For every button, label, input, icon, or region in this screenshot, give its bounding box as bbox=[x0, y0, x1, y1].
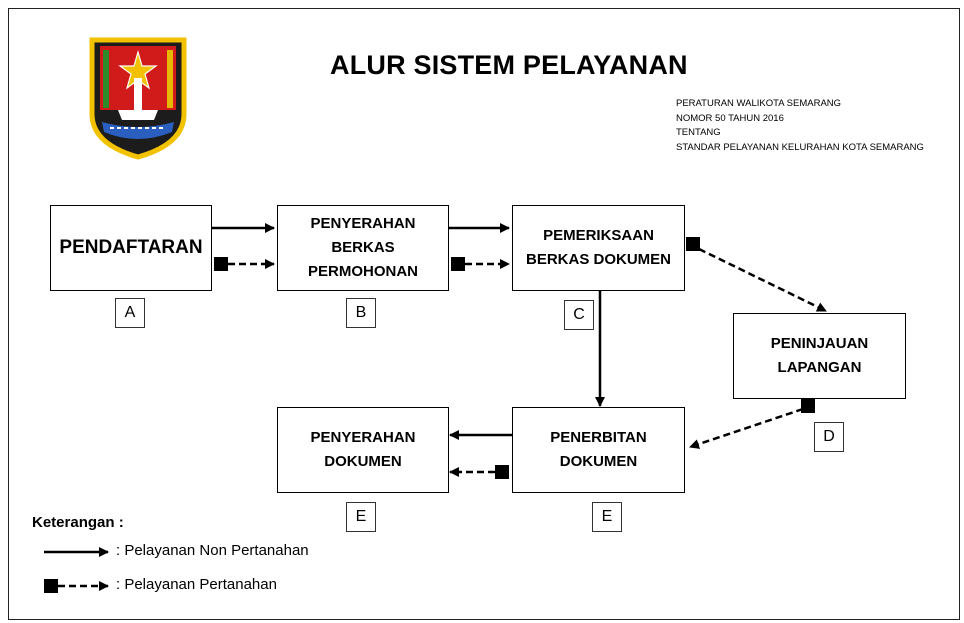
step-text: PENERBITAN bbox=[550, 429, 647, 446]
step-pendaftaran: PENDAFTARAN bbox=[50, 205, 212, 291]
regulation-reference: PERATURAN WALIKOTA SEMARANG NOMOR 50 TAH… bbox=[676, 97, 924, 155]
step-text: BERKAS DOKUMEN bbox=[525, 251, 671, 268]
semarang-emblem-logo bbox=[89, 37, 187, 160]
legend-dashed-label: : Pelayanan Pertanahan bbox=[116, 576, 277, 593]
step-label-b: B bbox=[346, 298, 376, 328]
step-label-a: A bbox=[115, 298, 145, 328]
dashed-arrow-d-penerbitan bbox=[689, 407, 804, 449]
regulation-line: STANDAR PELAYANAN KELURAHAN KOTA SEMARAN… bbox=[676, 141, 924, 153]
regulation-line: PERATURAN WALIKOTA SEMARANG bbox=[676, 98, 842, 109]
step-text: PEMERIKSAAN bbox=[543, 227, 654, 244]
step-label-e-penerbitan: E bbox=[592, 502, 622, 532]
step-text: BERKAS bbox=[331, 239, 395, 256]
legend-dashed-arrow-square bbox=[44, 579, 58, 593]
step-text: PENYERAHAN bbox=[310, 429, 416, 446]
dashed-arrow-square-b-c bbox=[451, 257, 465, 271]
dashed-arrow-square-d-penerbitan bbox=[801, 399, 815, 413]
step-penerbitan: PENERBITAN DOKUMEN bbox=[512, 407, 685, 493]
step-penyerahan-berkas: PENYERAHAN BERKAS PERMOHONAN bbox=[277, 205, 449, 291]
step-text: PENINJAUAN bbox=[770, 335, 869, 352]
legend-title: Keterangan : bbox=[32, 514, 124, 531]
regulation-line: NOMOR 50 TAHUN 2016 bbox=[676, 112, 784, 124]
dashed-arrow-c-d bbox=[698, 247, 827, 313]
page-title: ALUR SISTEM PELAYANAN bbox=[330, 50, 688, 80]
step-text: LAPANGAN bbox=[777, 359, 862, 376]
page-frame bbox=[8, 8, 960, 620]
step-pemeriksaan: PEMERIKSAAN BERKAS DOKUMEN bbox=[512, 205, 685, 291]
regulation-line: TENTANG bbox=[676, 127, 721, 138]
dashed-arrow-square-penerbitan-penyerahan bbox=[495, 465, 509, 479]
step-text: DOKUMEN bbox=[324, 453, 402, 470]
step-text: PENYERAHAN bbox=[310, 215, 416, 232]
dashed-arrow-square-c-d bbox=[686, 237, 700, 251]
step-penyerahan-dokumen: PENYERAHAN DOKUMEN bbox=[277, 407, 449, 493]
step-peninjauan: PENINJAUAN LAPANGAN bbox=[733, 313, 906, 399]
step-text: DOKUMEN bbox=[559, 453, 638, 470]
dashed-arrow-square-a-b bbox=[214, 257, 228, 271]
step-text: PERMOHONAN bbox=[307, 263, 418, 280]
step-label-d: D bbox=[814, 422, 844, 452]
legend-solid-label: : Pelayanan Non Pertanahan bbox=[116, 542, 309, 559]
step-text: PENDAFTARAN bbox=[59, 237, 203, 258]
step-label-c: C bbox=[564, 300, 594, 330]
step-label-e-penyerahan: E bbox=[346, 502, 376, 532]
